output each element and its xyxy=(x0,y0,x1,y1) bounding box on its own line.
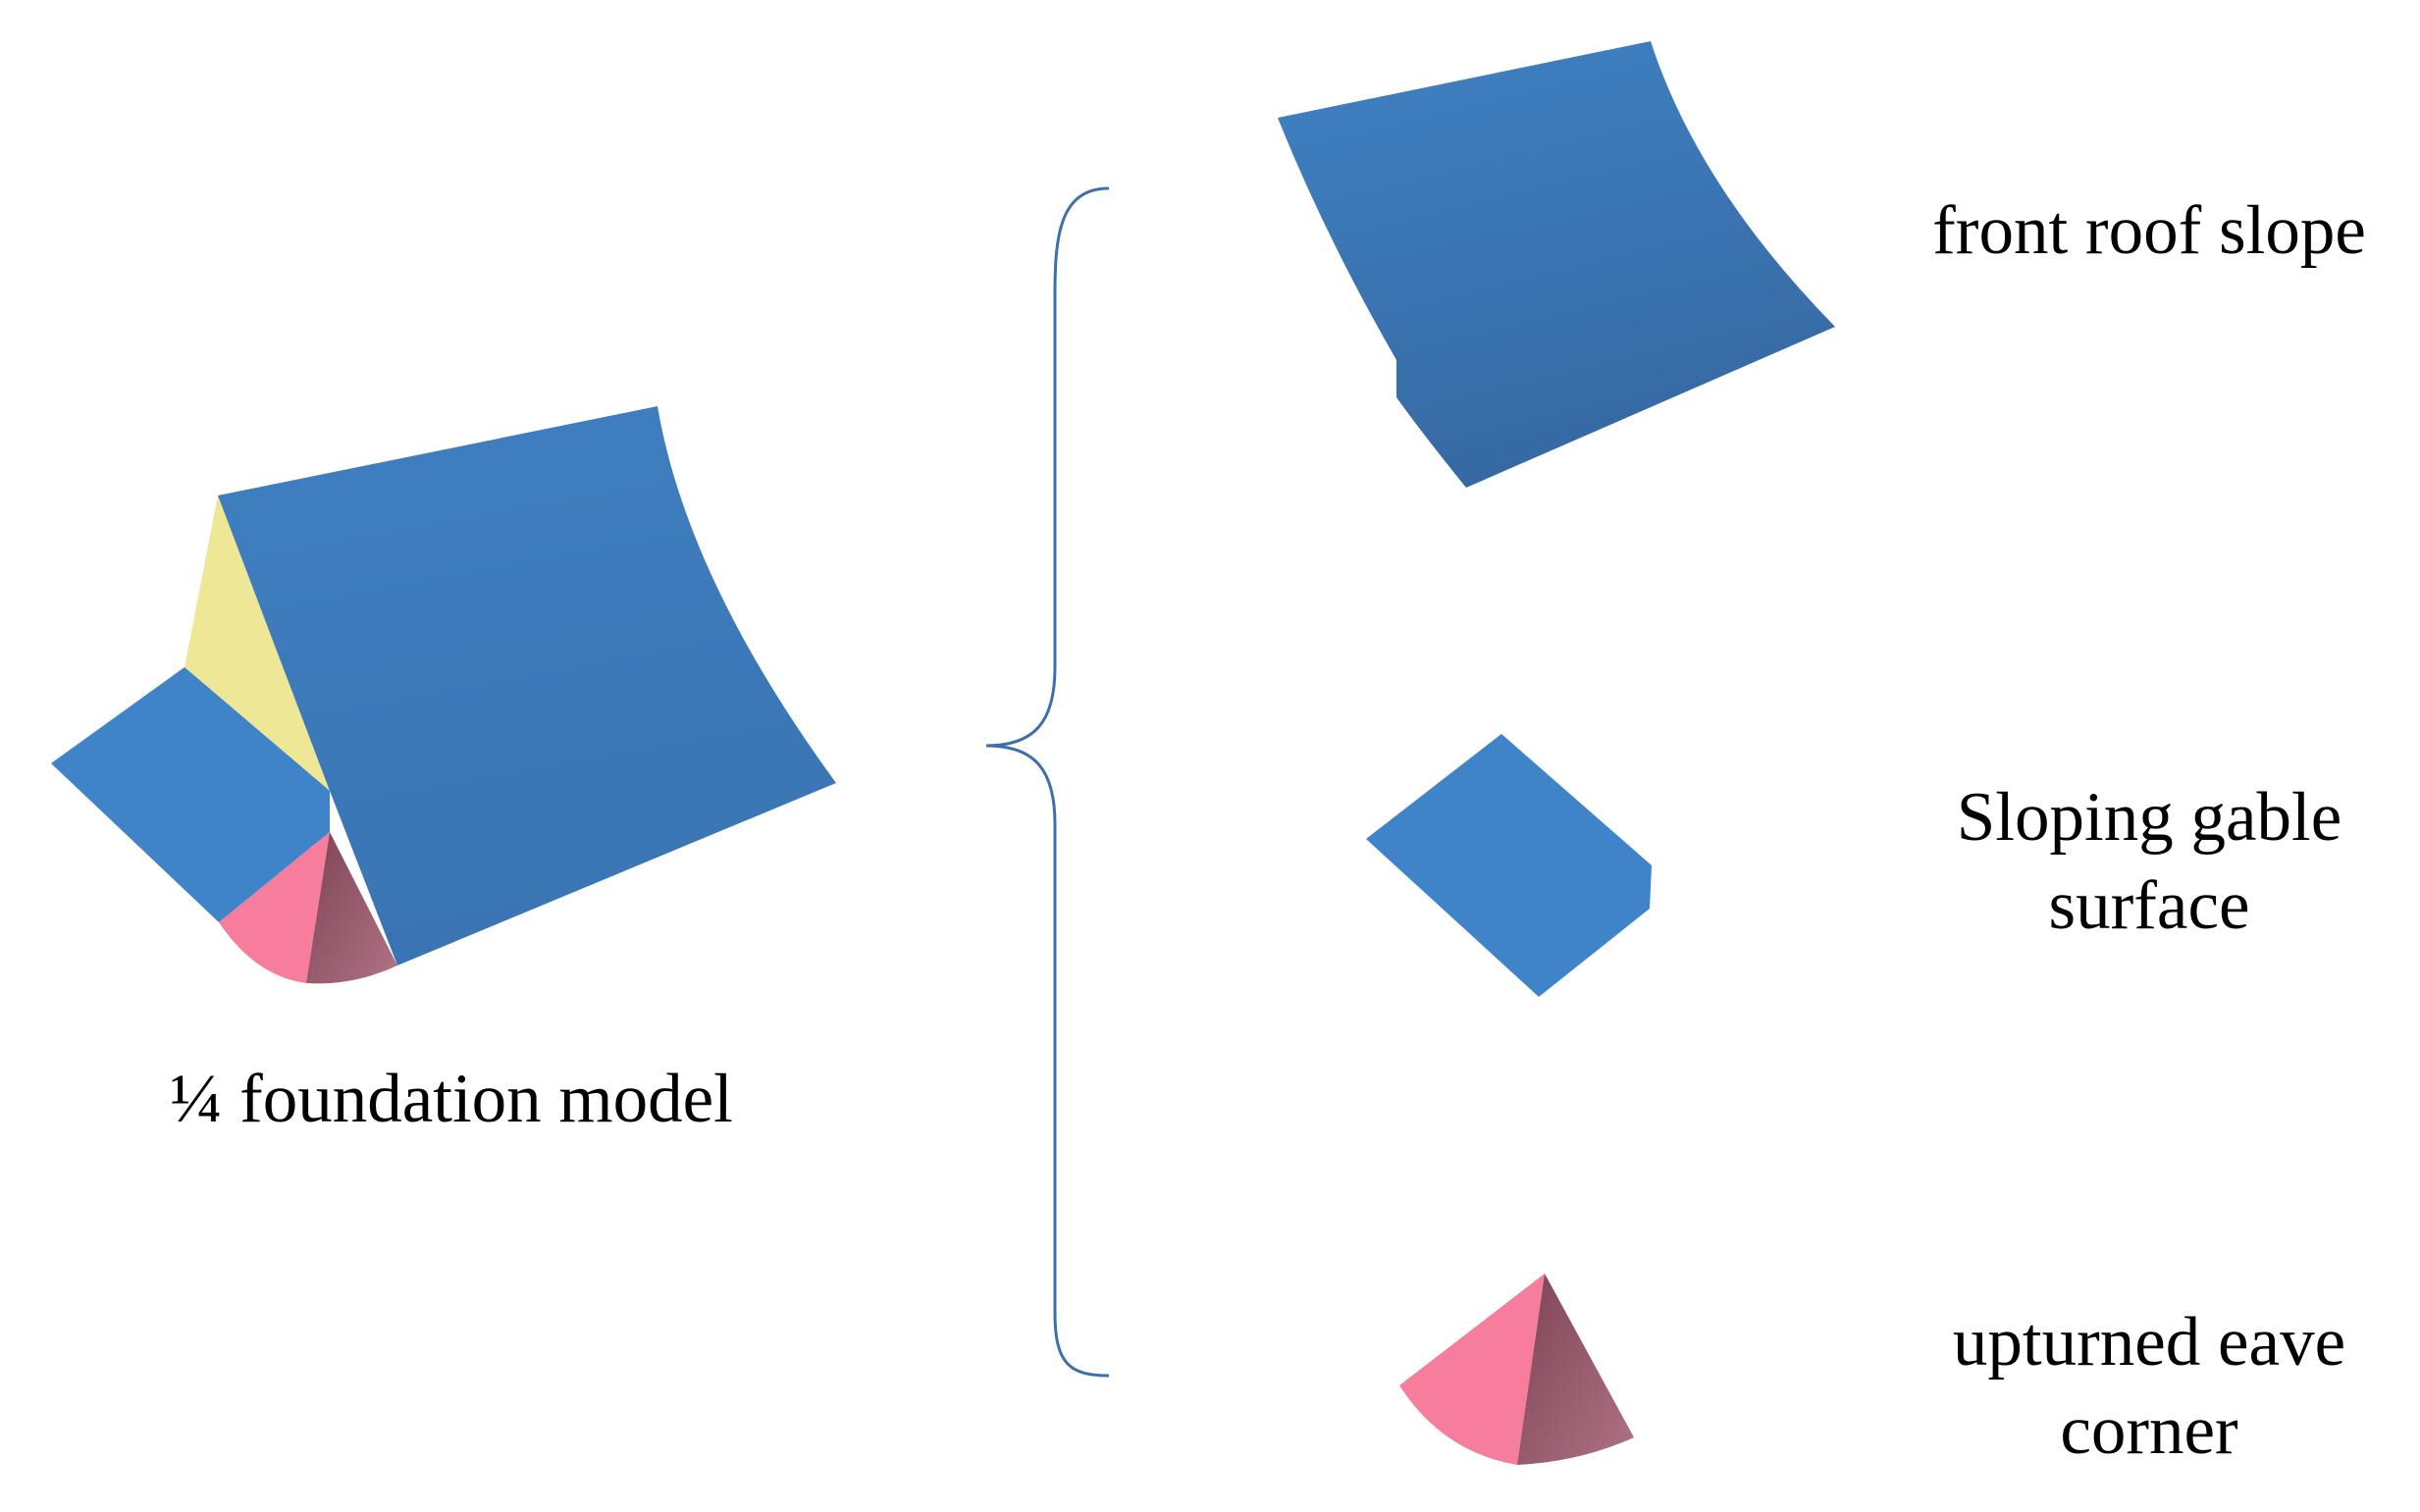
foundation-model-label: ¼ foundation model xyxy=(118,1055,785,1143)
foundation-roof-slope xyxy=(218,406,836,965)
foundation-gable-yellow-face xyxy=(184,495,330,791)
upturned-eave-corner-label: upturned eave corner xyxy=(1884,1298,2414,1475)
eave-corner-pink-face xyxy=(1399,1274,1545,1465)
foundation-eave-pink-face xyxy=(219,832,330,983)
upturned-eave-label-line2: corner xyxy=(2060,1392,2238,1470)
foundation-model-figure xyxy=(51,406,836,984)
foundation-gable-surface xyxy=(51,667,330,922)
sloping-gable-surface-figure xyxy=(1366,734,1652,997)
front-roof-slope-label: front roof slope xyxy=(1894,186,2404,275)
upturned-eave-corner-figure xyxy=(1399,1274,1634,1465)
eave-corner-maroon-face xyxy=(1517,1274,1634,1465)
front-roof-slope-label-text: front roof slope xyxy=(1932,192,2366,269)
sloping-gable-surface-label: Sloping gable surface xyxy=(1884,773,2414,950)
sloping-gable-label-line1: Sloping gable xyxy=(1956,779,2342,856)
foundation-model-label-text: ¼ foundation model xyxy=(170,1061,733,1137)
front-roof-slope-figure xyxy=(1278,41,1835,488)
upturned-eave-label-line1: upturned eave xyxy=(1952,1304,2346,1381)
front-roof-slope-shape xyxy=(1278,41,1835,488)
sloping-gable-surface-shape xyxy=(1366,734,1652,997)
foundation-eave-maroon-face xyxy=(306,832,397,984)
grouping-brace xyxy=(985,186,1110,1378)
sloping-gable-label-line2: surface xyxy=(2048,867,2250,945)
